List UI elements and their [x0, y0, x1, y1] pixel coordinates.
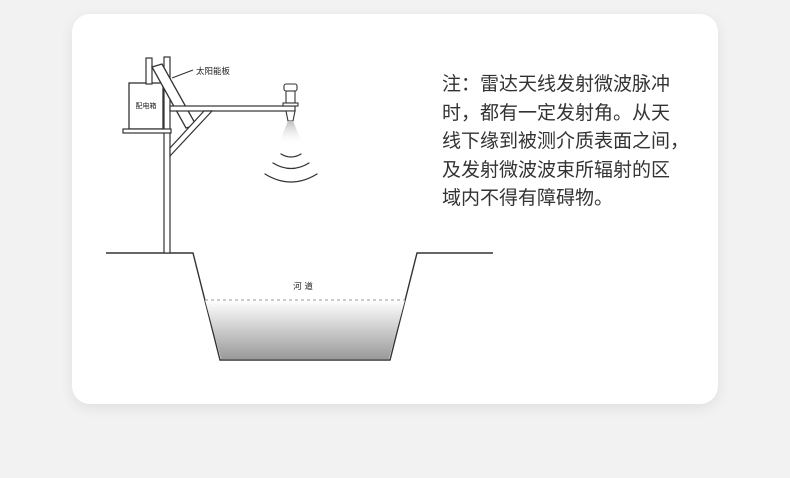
- note-line: 及发射微波波束所辐射的区: [442, 158, 671, 181]
- solar-panel-label: 太阳能板: [196, 66, 231, 77]
- support-arm: [169, 105, 296, 158]
- note-line: 注：雷达天线发射微波脉冲: [442, 73, 671, 95]
- microwave-arcs: [264, 153, 318, 183]
- note-line: 线下缘到被测介质表面之间，: [442, 130, 690, 152]
- note-line: 域内不得有障碍物。: [442, 187, 614, 209]
- radar-beam: [278, 121, 303, 145]
- water-body: [205, 300, 405, 359]
- radar-level-sensor: [282, 83, 299, 122]
- ground-and-channel: [106, 252, 493, 361]
- river-channel-label: 河 道: [293, 281, 313, 292]
- distribution-box-label: 配电箱: [136, 101, 157, 110]
- note-line: 时，都有一定发射角。从天: [442, 101, 671, 124]
- installation-note: 注：雷达天线发射微波脉冲 时，都有一定发射角。从天 线下缘到被测介质表面之间， …: [442, 70, 702, 213]
